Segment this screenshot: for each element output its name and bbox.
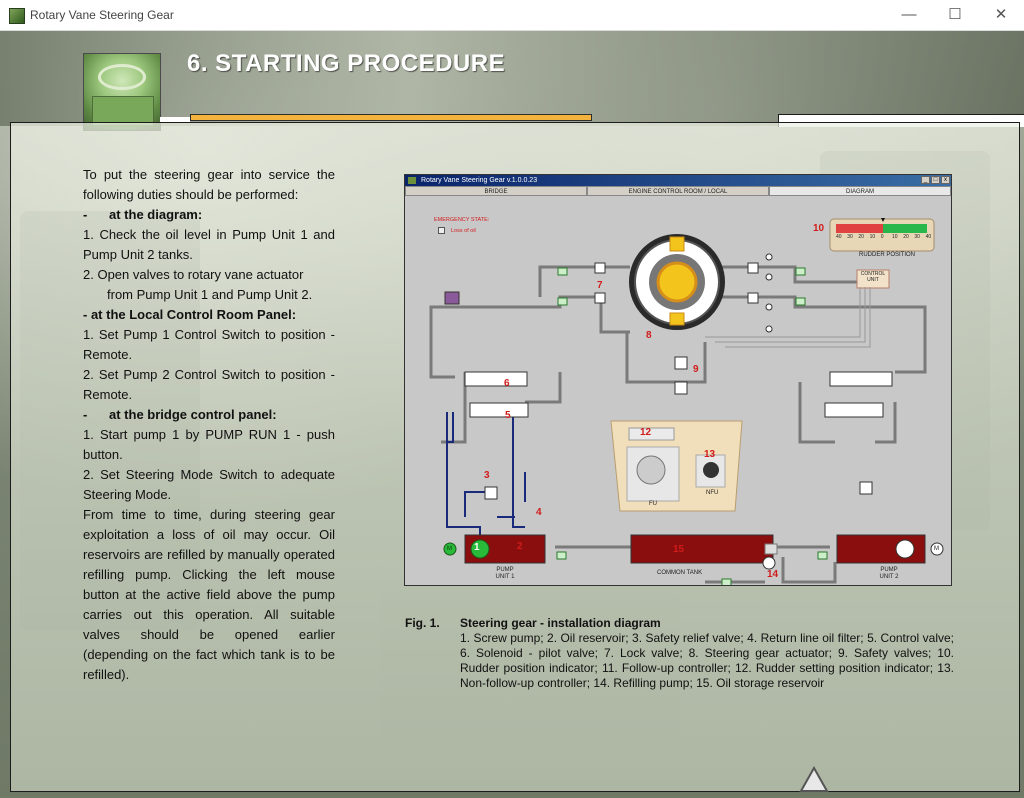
tab-diagram[interactable]: DIAGRAM bbox=[769, 186, 951, 196]
label-2: 2 bbox=[517, 541, 523, 552]
rudder-scale-tick: 10 bbox=[869, 234, 876, 240]
step-diagram-2-cont: from Pump Unit 1 and Pump Unit 2. bbox=[107, 287, 313, 302]
label-6: 6 bbox=[504, 378, 510, 389]
diagram-window-title: Rotary Vane Steering Gear v.1.0.0.23 bbox=[421, 177, 538, 184]
label-8: 8 bbox=[646, 330, 652, 341]
control-unit-label[interactable]: CONTROL UNIT bbox=[860, 271, 886, 283]
window-titlebar: Rotary Vane Steering Gear — ☐ ✕ bbox=[0, 0, 1024, 31]
rudder-scale-tick: 0 bbox=[880, 234, 884, 240]
step-local-1: 1. Set Pump 1 Control Switch to position… bbox=[83, 327, 335, 362]
diagram-app-icon bbox=[408, 177, 416, 184]
heading-diagram: - at the diagram: bbox=[83, 207, 203, 222]
label-14: 14 bbox=[767, 569, 779, 580]
page-title: 6. STARTING PROCEDURE bbox=[187, 50, 506, 77]
window-title: Rotary Vane Steering Gear bbox=[30, 8, 174, 22]
label-9: 9 bbox=[693, 364, 699, 375]
tab-bridge[interactable]: BRIDGE bbox=[405, 186, 587, 196]
emergency-state-label: EMERGENCY STATE: bbox=[434, 217, 490, 223]
diagram-tabs: BRIDGE ENGINE CONTROL ROOM / LOCAL DIAGR… bbox=[405, 186, 951, 196]
step-diagram-2: 2. Open valves to rotary vane actuator bbox=[83, 267, 304, 282]
label-13: 13 bbox=[704, 449, 716, 460]
heading-bridge-panel: - at the bridge control panel: bbox=[83, 407, 277, 422]
title-accent-bar bbox=[190, 114, 592, 121]
fu-label: FU bbox=[649, 501, 657, 507]
pump-unit-1-label: PUMP UNIT 1 bbox=[495, 567, 515, 580]
intro-text: To put the steering gear into service th… bbox=[83, 167, 335, 202]
triangle-up-icon[interactable] bbox=[799, 766, 829, 793]
rudder-scale-tick: 30 bbox=[847, 234, 853, 240]
diagram-close-icon[interactable]: x bbox=[941, 176, 950, 184]
header-band bbox=[0, 31, 1024, 126]
rudder-position-label: RUDDER POSITION bbox=[859, 252, 916, 258]
heading-local-panel: - at the Local Control Room Panel: bbox=[83, 307, 297, 322]
rudder-scale-tick: 40 bbox=[836, 234, 842, 240]
steering-gear-thumbnail bbox=[83, 53, 161, 131]
label-15: 15 bbox=[673, 544, 685, 555]
refill-text: From time to time, during steering gear … bbox=[83, 507, 335, 682]
label-10: 10 bbox=[813, 223, 825, 234]
label-12: 12 bbox=[640, 427, 652, 438]
loss-of-oil-label: Loss of oil bbox=[451, 228, 476, 234]
steering-gear-actuator bbox=[629, 234, 725, 330]
hydraulic-schematic bbox=[429, 218, 944, 585]
tab-engine-control-room[interactable]: ENGINE CONTROL ROOM / LOCAL bbox=[587, 186, 769, 196]
label-1: 1 bbox=[474, 542, 480, 553]
diagram-maximize-icon[interactable]: □ bbox=[931, 176, 940, 184]
rudder-scale-tick: 40 bbox=[925, 234, 932, 240]
close-icon[interactable]: ✕ bbox=[994, 6, 1008, 23]
step-local-2: 2. Set Pump 2 Control Switch to position… bbox=[83, 367, 335, 402]
diagram-window-titlebar: Rotary Vane Steering Gear v.1.0.0.23 _ □… bbox=[405, 175, 951, 186]
nfu-label: NFU bbox=[706, 490, 719, 496]
common-tank-label: COMMON TANK bbox=[657, 570, 703, 576]
maximize-icon[interactable]: ☐ bbox=[948, 6, 962, 23]
motor-1-label: M bbox=[447, 546, 452, 552]
rudder-scale-tick: 20 bbox=[903, 234, 909, 240]
app-icon bbox=[9, 8, 25, 24]
label-4: 4 bbox=[536, 507, 542, 518]
label-3: 3 bbox=[484, 470, 490, 481]
loss-of-oil-checkbox[interactable] bbox=[438, 227, 445, 234]
pump-unit-2-label: PUMP UNIT 2 bbox=[879, 567, 899, 580]
instruction-text: To put the steering gear into service th… bbox=[83, 165, 335, 685]
installation-diagram[interactable]: Rotary Vane Steering Gear v.1.0.0.23 _ □… bbox=[404, 174, 952, 586]
diagram-minimize-icon[interactable]: _ bbox=[921, 176, 930, 184]
figure-title: Steering gear - installation diagram bbox=[460, 616, 661, 630]
figure-label: Fig. 1. bbox=[405, 616, 440, 630]
minimize-icon[interactable]: — bbox=[901, 6, 917, 23]
rudder-position-indicator bbox=[829, 218, 935, 252]
label-5: 5 bbox=[505, 410, 511, 421]
motor-2-label: M bbox=[934, 546, 939, 552]
label-7: 7 bbox=[597, 280, 603, 291]
diagram-canvas: EMERGENCY STATE: Loss of oil RUDDER POSI… bbox=[405, 197, 951, 585]
step-bridge-2: 2. Set Steering Mode Switch to adequate … bbox=[83, 467, 335, 502]
figure-legend: 1. Screw pump; 2. Oil reservoir; 3. Safe… bbox=[460, 631, 954, 690]
step-bridge-1: 1. Start pump 1 by PUMP RUN 1 - push but… bbox=[83, 427, 335, 462]
rudder-scale-tick: 10 bbox=[892, 234, 898, 240]
step-diagram-1: 1. Check the oil level in Pump Unit 1 an… bbox=[83, 227, 335, 262]
rudder-scale-tick: 20 bbox=[858, 234, 864, 240]
book-icon bbox=[444, 291, 460, 305]
rudder-scale-tick: 30 bbox=[914, 234, 920, 240]
background-scene: 6. STARTING PROCEDURE To put the steerin… bbox=[0, 31, 1024, 798]
